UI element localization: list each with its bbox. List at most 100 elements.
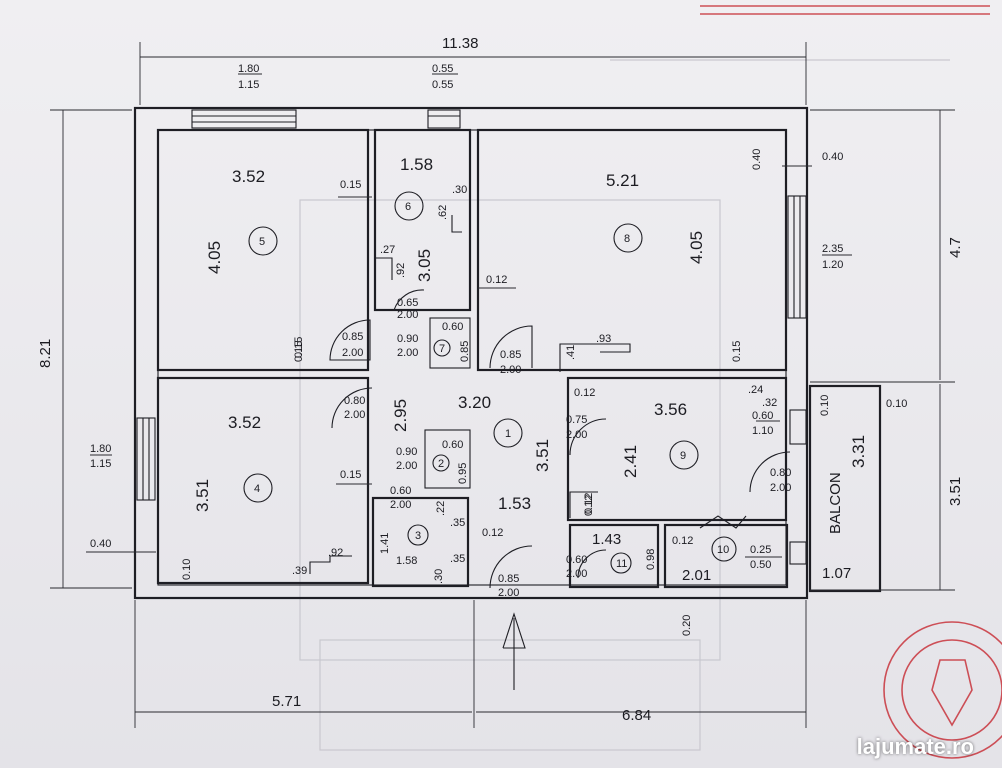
room-5-number: 5: [259, 236, 265, 248]
door-4-h: 2.00: [344, 409, 365, 421]
room-marker-10: [711, 536, 737, 562]
right-upper-height-label: 4.7: [947, 237, 964, 258]
official-stamp-icon: [700, 5, 1002, 759]
balcony: BALCON 3.31 1.07: [822, 435, 868, 582]
dimension-labels: 11.38 8.21 4.7 3.51 5.71 6.84: [37, 35, 964, 724]
window-1-h: 1.15: [238, 79, 259, 91]
right-lower-height-label: 3.51: [947, 477, 964, 506]
note-ag: 0.10: [181, 559, 193, 580]
note-aa: .30: [433, 569, 445, 584]
door-2-w: 0.90: [397, 333, 418, 345]
interior-walls: [156, 128, 789, 589]
door-6-h: 2.00: [396, 460, 417, 472]
room-5-width: 3.52: [232, 167, 265, 186]
dimension-lines: [50, 42, 955, 728]
entrance-arrow-icon: [502, 612, 526, 690]
note-n: 0.15: [731, 341, 743, 362]
note-b: .30: [452, 184, 467, 196]
note-s: 0.10: [886, 398, 907, 410]
door-3-h: 2.00: [500, 364, 521, 376]
door-9-w: 0.60: [566, 554, 587, 566]
door-7-h: 2.00: [390, 499, 411, 511]
room-10-number: 10: [717, 544, 729, 556]
window-3-w: 2.35: [822, 243, 843, 255]
door-8-w: 0.65: [397, 297, 418, 309]
room-marker-8: [613, 223, 643, 253]
note-j: 0.85: [459, 341, 471, 362]
watermark-text: lajumate.ro: [856, 734, 974, 759]
window-2-w: 0.55: [432, 63, 453, 75]
door-8-h: 2.00: [397, 309, 418, 321]
note-v: 0.15: [340, 469, 361, 481]
room-marker-6: [394, 191, 424, 221]
door-1-w: 0.85: [342, 331, 363, 343]
doors: [329, 289, 791, 589]
window-6-w: 0.25: [750, 544, 771, 556]
balcony-height: 3.31: [849, 435, 868, 468]
note-aj: 0.20: [681, 615, 693, 636]
note-h: 0.12: [486, 274, 507, 286]
room-9-width: 3.56: [654, 400, 687, 419]
window-5-w: 0.60: [752, 410, 773, 422]
window-2-h: 0.55: [432, 79, 453, 91]
total-width-label: 11.38: [442, 35, 478, 52]
door-5-w: 0.75: [566, 414, 587, 426]
note-r: 0.10: [819, 395, 831, 416]
note-ai: .92: [328, 547, 343, 559]
note-ac: 0.12: [583, 493, 595, 514]
note-af: 0.40: [90, 538, 111, 550]
window-1-w: 1.80: [238, 63, 259, 75]
note-y: 1.41: [379, 533, 391, 554]
ghost-lines: [299, 59, 950, 751]
watermark-logo: lajumate.ro: [857, 734, 974, 760]
total-height-label: 8.21: [37, 339, 54, 368]
note-ad: 0.98: [645, 549, 657, 570]
note-k: 0.15: [293, 341, 305, 362]
note-l: .93: [596, 333, 611, 345]
door-11-h: 2.00: [770, 482, 791, 494]
window-4-h: 1.15: [90, 458, 111, 470]
door-11-w: 0.80: [770, 467, 791, 479]
note-d: 0.40: [751, 149, 763, 170]
room-markers: [243, 191, 737, 574]
room-labels: 3.52 4.05 5 1.58 3.05 6 5.21 4.05 8 3.52…: [193, 155, 729, 584]
door-1-h: 2.00: [342, 347, 363, 359]
room-10-width: 2.01: [682, 567, 711, 584]
door-9-h: 2.00: [566, 568, 587, 580]
door-3-w: 0.85: [500, 349, 521, 361]
room-1-number: 1: [505, 428, 511, 440]
room-6-number: 6: [405, 201, 411, 213]
balcony-width: 1.07: [822, 565, 851, 582]
room-5-height: 4.05: [205, 241, 224, 274]
note-ab: 0.12: [482, 527, 503, 539]
room-4-number: 4: [254, 483, 260, 495]
note-q: .32: [762, 397, 777, 409]
room-9-number: 9: [680, 450, 686, 462]
small-dimension-labels: 0.15 .30 .62 0.40 0.40 .27 .92 0.12 0.60…: [90, 149, 907, 636]
note-ae: 0.12: [672, 535, 693, 547]
room-9-height: 2.41: [621, 445, 640, 478]
note-o: 0.12: [574, 387, 595, 399]
room-1-extra: 1.53: [498, 494, 531, 513]
note-p: .24: [748, 384, 763, 396]
room-8-width: 5.21: [606, 171, 639, 190]
room-1-width: 3.20: [458, 393, 491, 412]
room-11-number: 11: [616, 558, 627, 570]
room-8-number: 8: [624, 233, 630, 245]
window-4-w: 1.80: [90, 443, 111, 455]
note-ak: 0.12: [583, 495, 595, 516]
room-marker-5: [248, 226, 278, 256]
door-10-h: 2.00: [498, 587, 519, 599]
note-u: 0.95: [457, 463, 469, 484]
room-1-height: 3.51: [533, 439, 552, 472]
room-marker-1: [493, 418, 523, 448]
room-marker-11: [610, 552, 632, 574]
room-marker-9: [669, 440, 699, 470]
note-z: .35: [450, 553, 465, 565]
note-al: 0.15: [293, 337, 305, 358]
bottom-left-width-label: 5.71: [272, 693, 301, 710]
bottom-right-width-label: 6.84: [622, 707, 651, 724]
room-1-side: 2.95: [391, 399, 410, 432]
door-2-h: 2.00: [397, 347, 418, 359]
room-marker-7: [433, 339, 451, 357]
